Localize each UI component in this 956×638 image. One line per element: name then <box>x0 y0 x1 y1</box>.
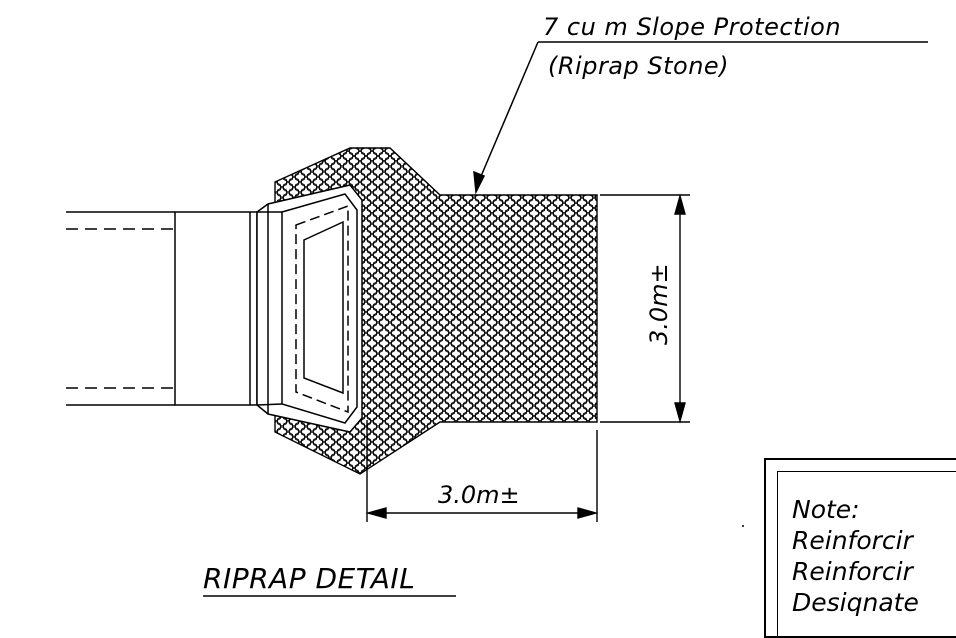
culvert-headwall <box>256 184 363 433</box>
note-line-1: Reinforcir <box>792 526 913 555</box>
callout-text-line2: (Riprap Stone) <box>548 52 729 80</box>
detail-title: RIPRAP DETAIL <box>203 562 415 595</box>
note-inner-frame: Note: Reinforcir Reinforcir Desiqnate <box>777 471 956 636</box>
note-line-2: Reinforcir <box>792 557 913 586</box>
note-heading: Note: <box>792 495 860 524</box>
callout-text-line1: 7 cu m Slope Protection <box>543 13 841 41</box>
vertical-dimension-label: 3.0m± <box>645 263 673 345</box>
note-box: Note: Reinforcir Reinforcir Desiqnate <box>764 458 956 638</box>
riprap-detail-drawing: 7 cu m Slope Protection (Riprap Stone) 3… <box>66 13 928 597</box>
callout-leader <box>473 41 928 195</box>
horizontal-dimension-label: 3.0m± <box>438 481 520 509</box>
note-line-3: Desiqnate <box>792 588 919 617</box>
culvert-pipe <box>66 211 270 406</box>
vertical-dimension <box>600 193 690 424</box>
horizontal-dimension <box>365 420 599 522</box>
